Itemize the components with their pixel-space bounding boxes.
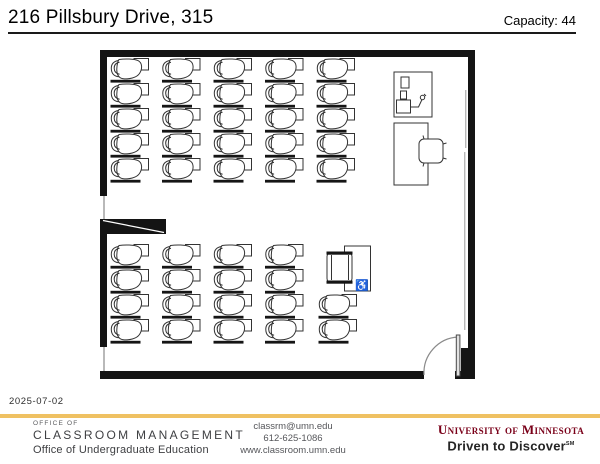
office-of-label: OFFICE OF <box>33 420 79 427</box>
tablet-arm-chair <box>264 244 304 270</box>
seat-layer <box>110 58 357 345</box>
tablet-arm-chair <box>110 269 149 295</box>
tablet-arm-chair <box>213 319 252 345</box>
page-title: 216 Pillsbury Drive, 315 <box>8 7 214 28</box>
university-wordmark: University of Minnesota <box>437 422 585 437</box>
tablet-arm-chair <box>264 58 304 84</box>
tablet-arm-chair <box>161 58 201 84</box>
tablet-arm-chair <box>213 244 252 270</box>
tablet-arm-chair <box>318 294 357 320</box>
instructor-chair <box>418 135 447 167</box>
wall-left-upper <box>100 50 107 196</box>
wall-boards <box>464 90 467 330</box>
tablet-arm-chair <box>264 319 304 345</box>
tablet-arm-chair <box>110 244 149 270</box>
tablet-arm-chair <box>161 294 201 320</box>
footer-contact-block: classrm@umn.edu 612-625-1086 www.classro… <box>213 421 373 457</box>
contact-email: classrm@umn.edu <box>253 421 333 432</box>
wall-right <box>468 50 475 350</box>
tablet-arm-chair <box>264 108 304 134</box>
wall-left-lower <box>100 234 107 347</box>
capacity-label: Capacity: <box>503 13 558 28</box>
tablet-arm-chair <box>213 294 252 320</box>
footer-brand-block: University of Minnesota Driven to Discov… <box>431 422 591 454</box>
tablet-arm-chair <box>316 58 355 84</box>
tablet-arm-chair <box>161 108 201 134</box>
wall-top <box>100 50 475 57</box>
tablet-arm-chair <box>213 269 252 295</box>
office-subtitle: Office of Undergraduate Education <box>33 444 209 456</box>
tablet-arm-chair <box>316 83 355 109</box>
tablet-arm-chair <box>213 83 252 109</box>
tablet-arm-chair <box>316 133 355 159</box>
seat-section-front-seating <box>110 58 355 184</box>
wall-bottom <box>100 371 424 379</box>
capacity-value: 44 <box>561 13 576 28</box>
wall-divider-hatch <box>102 219 165 234</box>
accessible-chair <box>326 251 353 284</box>
seat-section-rear-seating <box>110 244 304 345</box>
tablet-arm-chair <box>316 158 355 184</box>
tablet-arm-chair <box>110 133 149 159</box>
door-swing-arc <box>423 336 459 376</box>
tablet-arm-chair <box>264 83 304 109</box>
tablet-arm-chair <box>213 58 252 84</box>
footer-office-block: OFFICE OF CLASSROOM MANAGEMENT Office of… <box>33 420 245 456</box>
tablet-arm-chair <box>110 83 149 109</box>
tablet-arm-chair <box>110 108 149 134</box>
wheelchair-icon: ♿ <box>355 279 369 292</box>
tablet-arm-chair <box>213 133 252 159</box>
footer-accent-bar <box>0 414 600 418</box>
tablet-arm-chair <box>264 133 304 159</box>
av-console <box>393 71 433 118</box>
contact-phone: 612-625-1086 <box>263 433 323 444</box>
tablet-arm-chair <box>110 294 149 320</box>
tablet-arm-chair <box>110 58 149 84</box>
tablet-arm-chair <box>161 319 201 345</box>
contact-website: www.classroom.umn.edu <box>240 445 346 456</box>
tablet-arm-chair <box>110 319 149 345</box>
university-tagline: Driven to DiscoverSM <box>447 438 575 454</box>
entry-door <box>423 334 461 377</box>
wall-bottom-right <box>455 371 475 379</box>
classroom-management-wordmark: CLASSROOM MANAGEMENT <box>33 428 246 442</box>
tablet-arm-chair <box>264 269 304 295</box>
tablet-arm-chair <box>161 244 201 270</box>
service-mark: SM <box>565 441 575 447</box>
tablet-arm-chair <box>318 319 357 345</box>
page-header: 216 Pillsbury Drive, 315 Capacity: 44 <box>8 7 576 34</box>
capacity-badge: Capacity: 44 <box>504 13 576 29</box>
tablet-arm-chair <box>264 294 304 320</box>
door-leaf <box>455 334 461 377</box>
seat-section-rear-side-seating <box>318 294 357 345</box>
tablet-arm-chair <box>161 158 201 184</box>
tablet-arm-chair <box>264 158 304 184</box>
tablet-arm-chair <box>161 133 201 159</box>
tablet-arm-chair <box>110 158 149 184</box>
tablet-arm-chair <box>161 83 201 109</box>
tablet-arm-chair <box>213 108 252 134</box>
tablet-arm-chair <box>213 158 252 184</box>
tablet-arm-chair <box>316 108 355 134</box>
accessible-table-station: ♿ <box>326 245 371 292</box>
tablet-arm-chair <box>161 269 201 295</box>
plan-date: 2025-07-02 <box>9 396 64 407</box>
